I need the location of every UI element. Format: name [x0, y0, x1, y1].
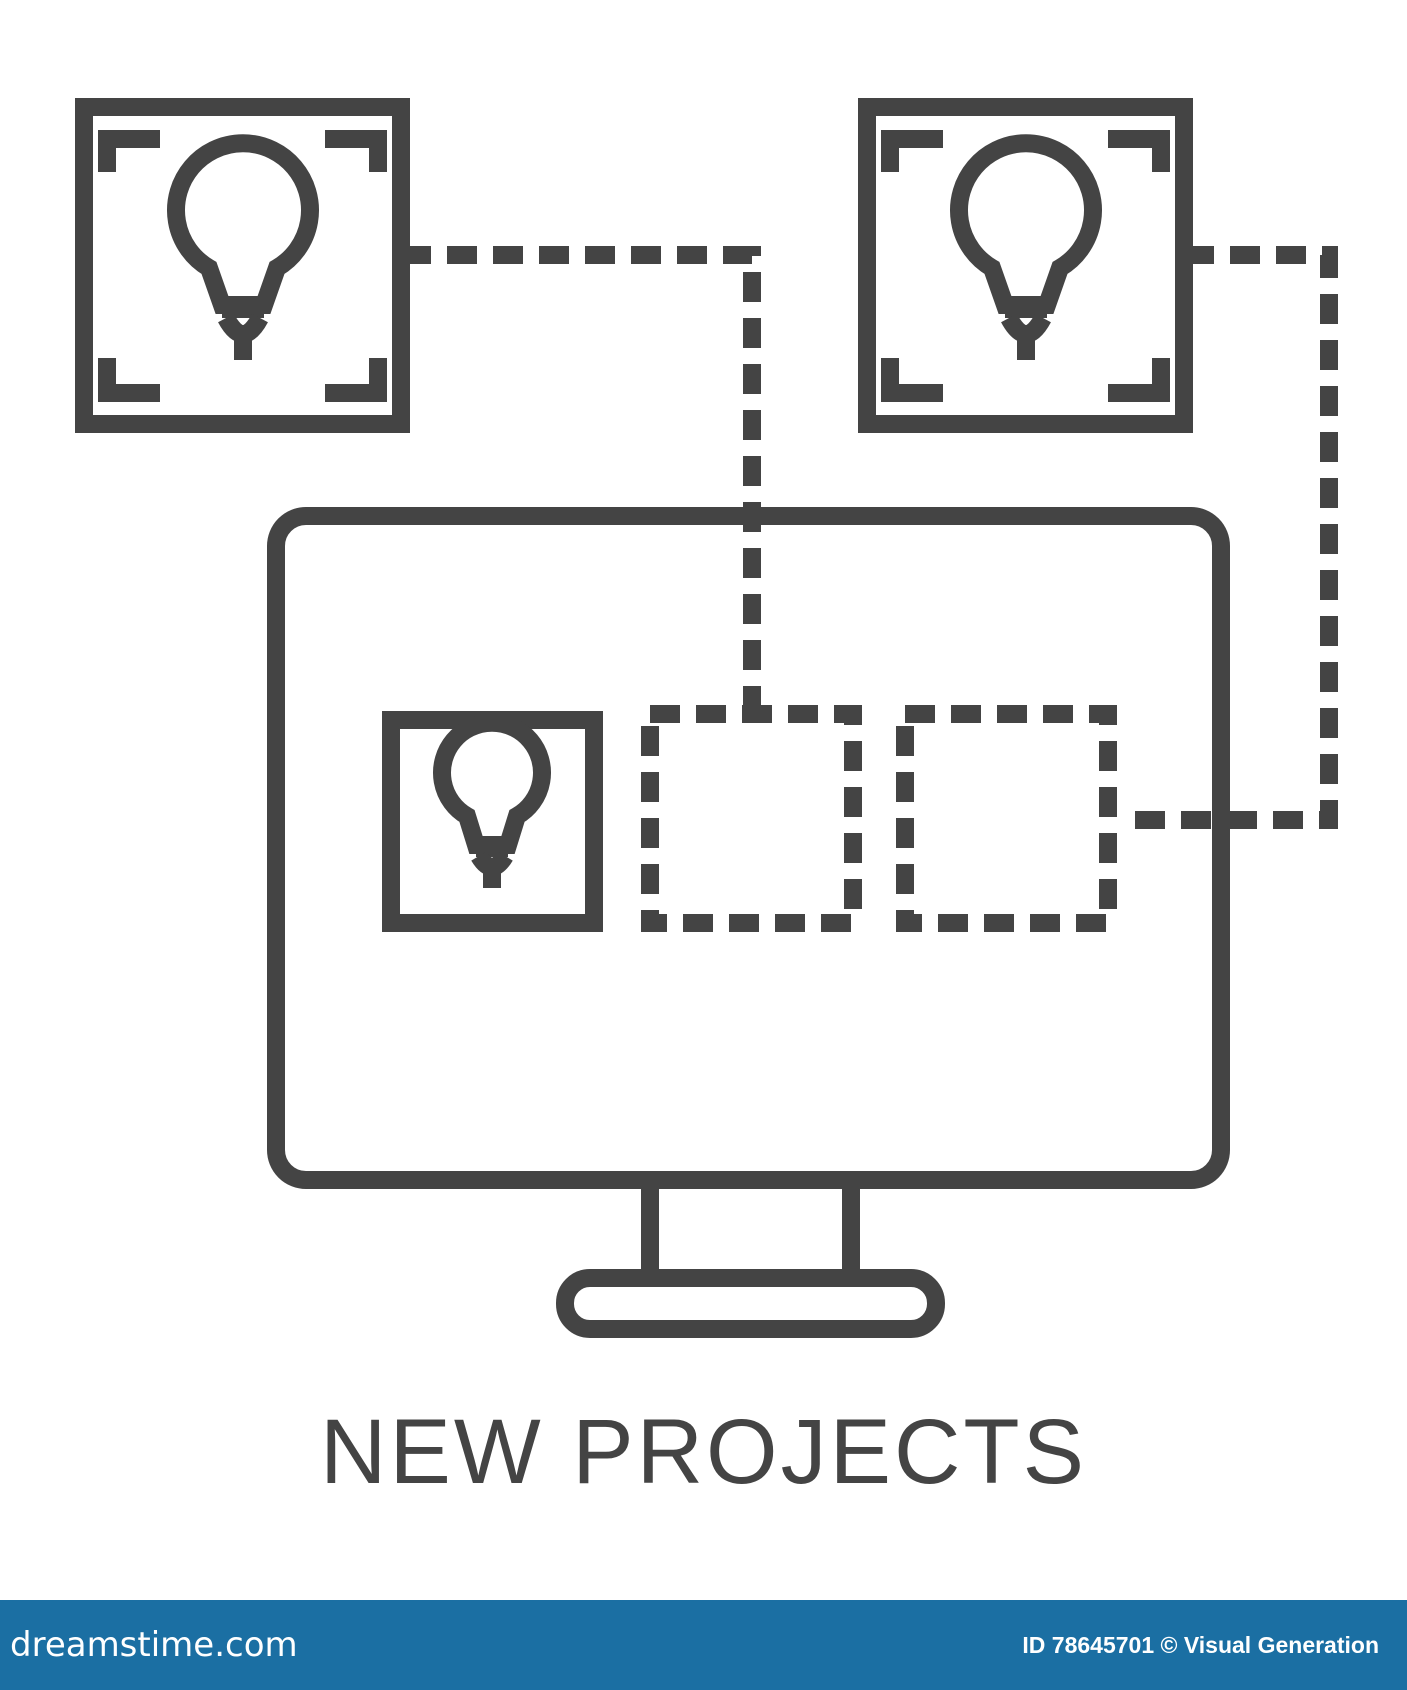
- caption-title: NEW PROJECTS: [320, 1401, 1087, 1503]
- lightbulb-icon: [950, 134, 1102, 360]
- footer-logo: dreamstime.com: [10, 1625, 298, 1665]
- footer-bar: dreamstime.com ID 78645701 © Visual Gene…: [0, 1600, 1407, 1690]
- focus-frame-icon: [881, 130, 1170, 402]
- new-projects-illustration: [75, 98, 1338, 1338]
- idea-frame-left: [75, 98, 410, 433]
- idea-frame-right: [858, 98, 1193, 433]
- monitor-icon: [267, 507, 1230, 1338]
- lightbulb-icon: [167, 134, 319, 360]
- lightbulb-icon: [433, 713, 551, 888]
- project-slot-empty-2: [896, 705, 1117, 932]
- footer-image-id: ID 78645701 © Visual Generation: [1022, 1631, 1379, 1658]
- connector-left: [401, 246, 761, 714]
- project-slot-empty-1: [641, 705, 862, 932]
- focus-frame-icon: [98, 130, 387, 402]
- project-slot-filled: [382, 711, 603, 932]
